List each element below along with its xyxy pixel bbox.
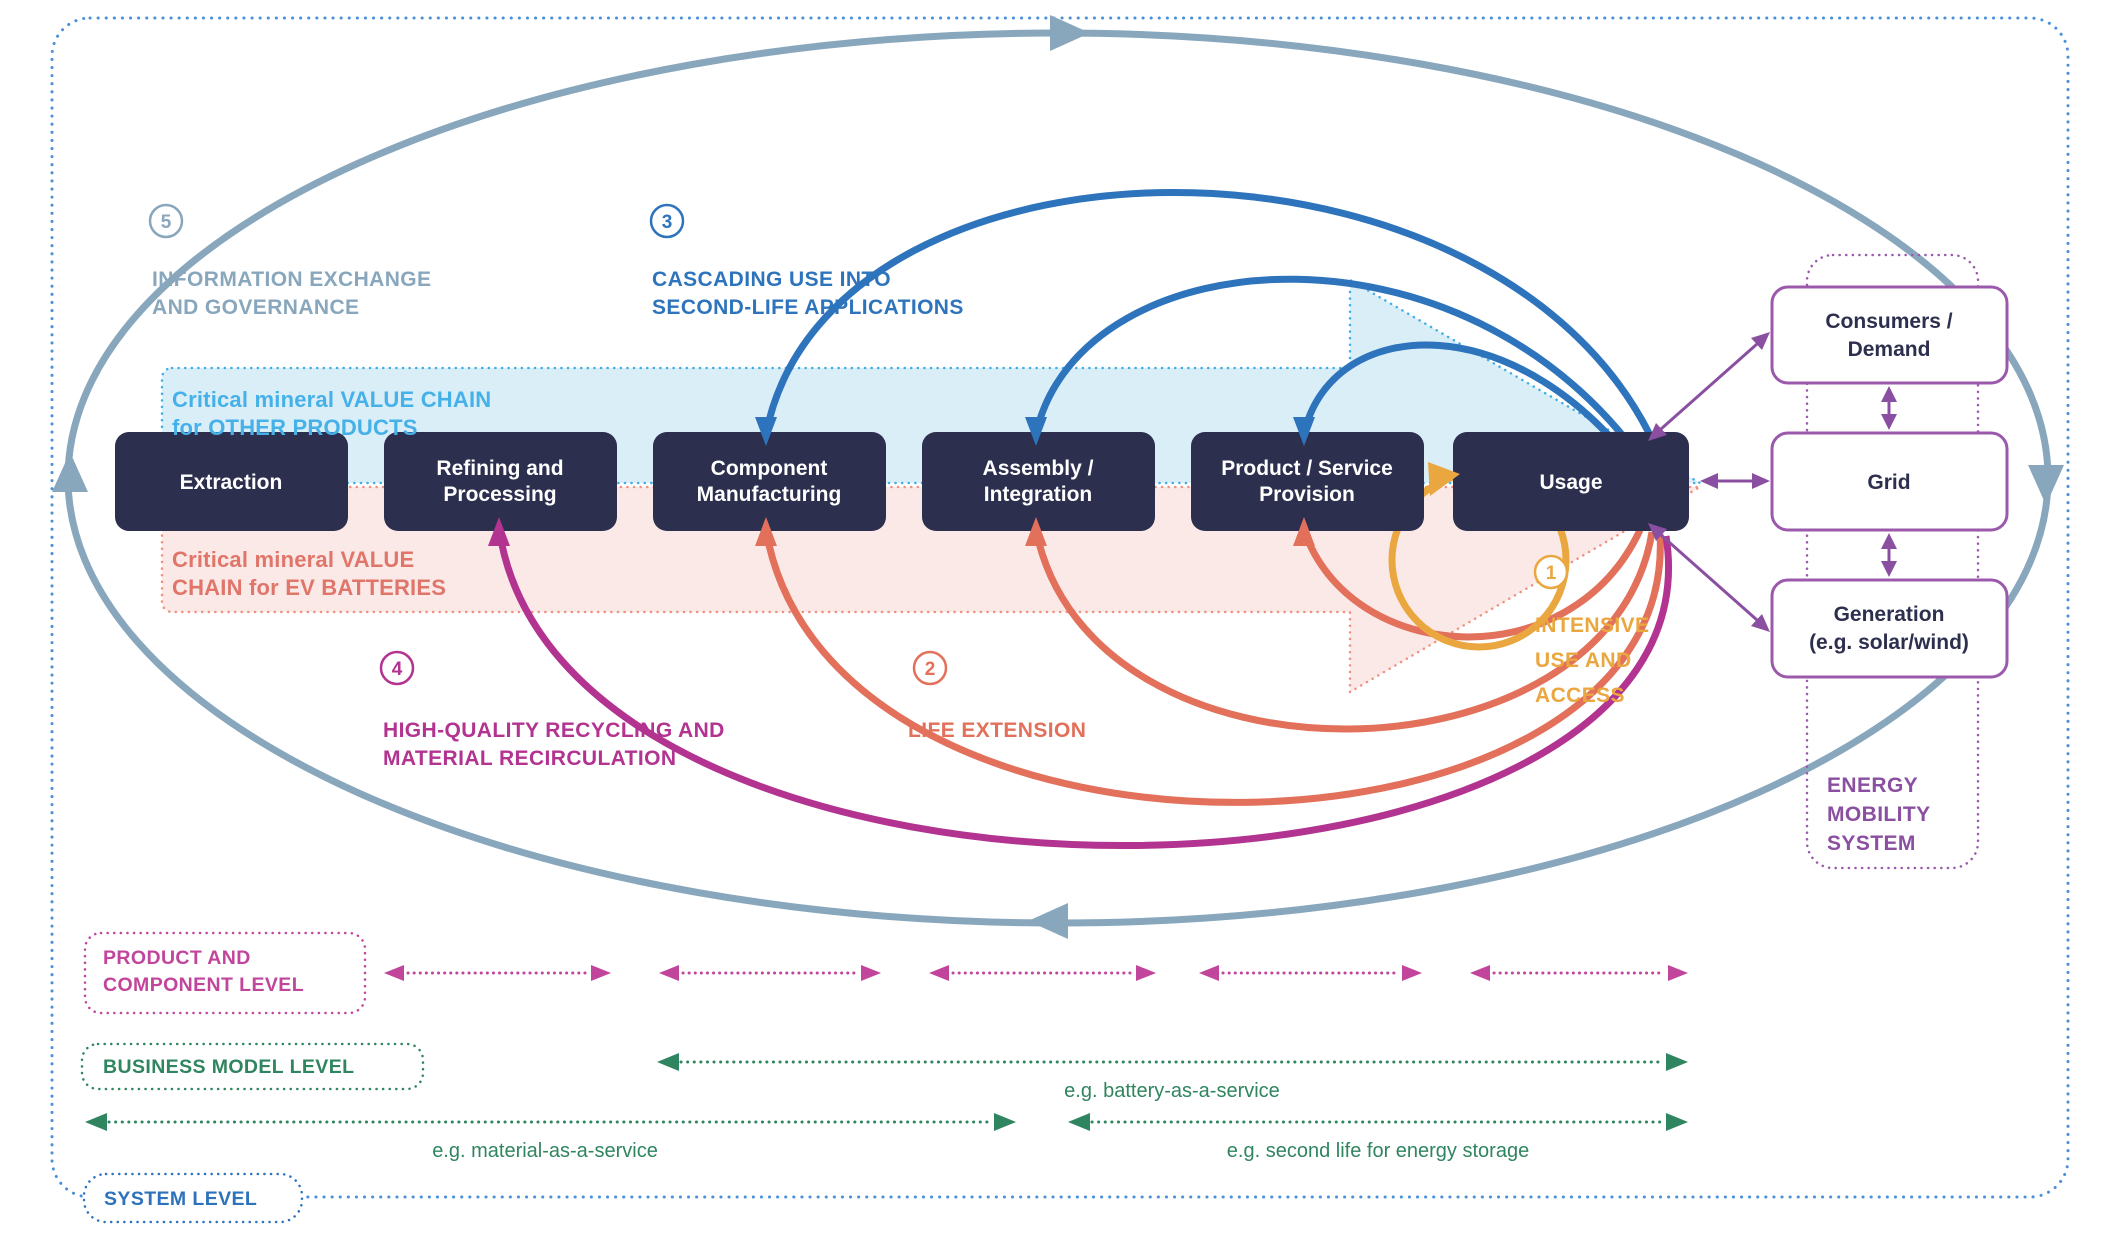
info-exchange-label-1: INFORMATION EXCHANGE <box>152 268 431 291</box>
cascading-arrowhead-product <box>1293 417 1315 446</box>
badge-4-number: 4 <box>392 659 403 680</box>
business-level-box <box>80 1042 425 1091</box>
life-extension-arc-component <box>762 529 1664 806</box>
value-chain-row <box>115 432 1689 531</box>
business-model-arrows <box>85 1053 1688 1131</box>
info-flow-arrowhead-bottom <box>1028 903 1068 939</box>
stage-exchange-arrows <box>384 965 1688 981</box>
second-life-label: e.g. second life for energy storage <box>1227 1140 1529 1162</box>
info-exchange-label-2: AND GOVERNANCE <box>152 296 359 319</box>
intensive-label-1: INTENSIVE <box>1535 614 1649 637</box>
material-service-label: e.g. material-as-a-service <box>432 1140 658 1162</box>
loop-2-label: 2 LIFE EXTENSION <box>908 650 1086 742</box>
consumers-label-1: Consumers / <box>1825 310 1952 333</box>
grid-label: Grid <box>1867 471 1910 494</box>
refining-label-2: Processing <box>443 483 556 506</box>
recycling-arrowhead <box>488 517 510 546</box>
loop-1-label: 1 INTENSIVE USE AND ACCESS <box>1533 554 1649 707</box>
badge-1-circle <box>1533 554 1569 590</box>
system-level-label: SYSTEM LEVEL <box>104 1188 257 1210</box>
usage-label: Usage <box>1539 471 1602 494</box>
product-level-box <box>83 931 367 1015</box>
loop-5-label: 5 INFORMATION EXCHANGE AND GOVERNANCE <box>148 203 431 319</box>
battery-service-label: e.g. battery-as-a-service <box>1064 1080 1280 1102</box>
recycling-label-2: MATERIAL RECIRCULATION <box>383 747 676 770</box>
chain-box-refining <box>384 432 617 531</box>
consumers-box <box>1770 285 2009 385</box>
business-level-label: BUSINESS MODEL LEVEL <box>103 1056 354 1078</box>
product-level-label-2: COMPONENT LEVEL <box>103 974 304 996</box>
badge-4-circle <box>379 650 415 686</box>
intensive-use-arrowhead <box>1428 462 1460 496</box>
ems-label-3: SYSTEM <box>1827 832 1916 855</box>
usage-generation-arrow <box>1660 533 1758 622</box>
info-flow-arrowhead-top <box>1050 15 1090 51</box>
badge-3-number: 3 <box>662 212 673 233</box>
assembly-label-1: Assembly / <box>983 457 1094 480</box>
cascading-arc-product <box>1300 341 1651 487</box>
ems-label-2: MOBILITY <box>1827 803 1931 826</box>
life-extension-arc-assembly <box>1032 529 1656 733</box>
badge-3-circle <box>649 203 685 239</box>
chain-box-product-service <box>1191 432 1424 531</box>
product-level-label-1: PRODUCT AND <box>103 947 251 969</box>
usage-energy-connectors <box>1648 332 1897 632</box>
loop-3-label: 3 CASCADING USE INTO SECOND-LIFE APPLICA… <box>649 203 964 319</box>
badge-1-number: 1 <box>1546 563 1557 584</box>
generation-box <box>1770 578 2009 679</box>
ems-label-1: ENERGY <box>1827 774 1918 797</box>
band-ev-label-1: Critical mineral VALUE <box>172 547 414 572</box>
recycling-arc <box>495 527 1672 849</box>
badge-5-circle <box>148 203 184 239</box>
badge-2-circle <box>912 650 948 686</box>
generation-label-2: (e.g. solar/wind) <box>1809 631 1969 654</box>
assembly-label-2: Integration <box>984 483 1093 506</box>
recycling-label-1: HIGH-QUALITY RECYCLING AND <box>383 719 725 742</box>
system-boundary-frame <box>50 16 2070 1199</box>
grid-box <box>1770 431 2009 532</box>
usage-consumers-arrow <box>1660 342 1758 431</box>
intensive-label-3: ACCESS <box>1535 684 1625 707</box>
chain-box-extraction <box>115 432 348 531</box>
life-extension-arc-product <box>1300 528 1644 641</box>
life-extension-arrowhead-component <box>755 517 777 546</box>
component-label-2: Manufacturing <box>697 483 842 506</box>
chain-box-usage <box>1453 432 1689 531</box>
cascading-arc-component <box>762 189 1672 480</box>
cascading-arrowhead-assembly <box>1025 417 1047 446</box>
system-level-box <box>82 1172 304 1224</box>
cascading-label-1: CASCADING USE INTO <box>652 268 891 291</box>
band-other-label-1: Critical mineral VALUE CHAIN <box>172 387 491 412</box>
product-service-label-1: Product / Service <box>1221 457 1393 480</box>
component-label-1: Component <box>711 457 828 480</box>
energy-system-outline <box>1805 253 1980 870</box>
generation-label-1: Generation <box>1834 603 1945 626</box>
life-extension-arrowhead-assembly <box>1025 517 1047 546</box>
badge-5-number: 5 <box>161 212 172 233</box>
badge-2-number: 2 <box>925 659 936 680</box>
band-ev-batteries <box>160 485 1705 695</box>
chain-box-component <box>653 432 886 531</box>
info-flow-arrowhead-right <box>2028 465 2064 505</box>
band-other-label-2: for OTHER PRODUCTS <box>172 415 418 440</box>
band-ev-label-2: CHAIN for EV BATTERIES <box>172 575 446 600</box>
info-flow-arrowhead-left <box>52 452 88 492</box>
life-extension-arrowhead-product <box>1293 517 1315 546</box>
cascading-arc-assembly <box>1032 275 1658 482</box>
loop-4-label: 4 HIGH-QUALITY RECYCLING AND MATERIAL RE… <box>379 650 725 770</box>
intensive-label-2: USE AND <box>1535 649 1632 672</box>
chain-box-assembly <box>922 432 1155 531</box>
extraction-label: Extraction <box>180 471 283 494</box>
cascading-arrowhead-component <box>755 417 777 446</box>
life-extension-label: LIFE EXTENSION <box>908 719 1086 742</box>
product-service-label-2: Provision <box>1259 483 1355 506</box>
consumers-label-2: Demand <box>1848 338 1931 361</box>
refining-label-1: Refining and <box>436 457 563 480</box>
cascading-label-2: SECOND-LIFE APPLICATIONS <box>652 296 964 319</box>
